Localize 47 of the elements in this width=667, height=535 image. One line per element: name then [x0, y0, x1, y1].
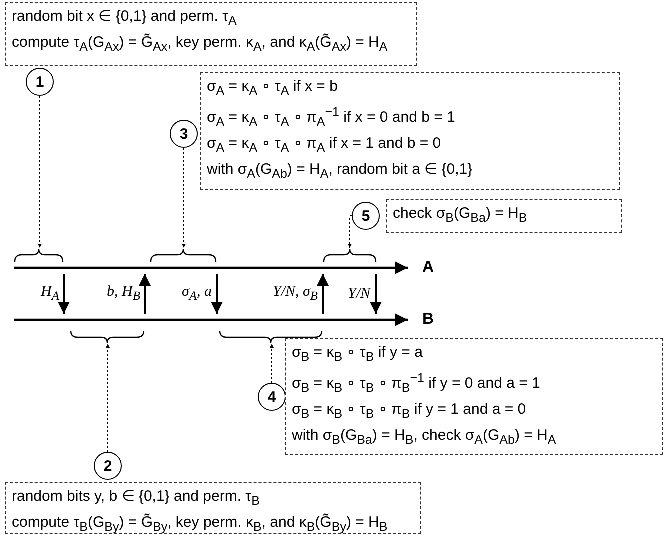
text-box: [5, 482, 421, 534]
text-box: [200, 72, 620, 190]
leader-line: [270, 344, 274, 384]
leader-line: [182, 148, 186, 248]
message-arrow: [317, 274, 329, 314]
step-number: 4: [258, 383, 286, 411]
step-number: 5: [352, 202, 380, 230]
formula-text: random bit x ∈ {0,1} and perm. τ$_{A}$: [12, 7, 238, 30]
leader-line: [348, 216, 352, 248]
formula-text: random bits y, b ∈ {0,1} and perm. τ$_{B}$: [12, 487, 261, 510]
edge-label: H$_{A}$: [41, 283, 60, 305]
curly-brace: [70, 331, 145, 344]
formula-text: σ$_{B}$ = κ$_{B}$ ∘ τ$_{B}$ ∘ π$_{B}$ if y = 1 and a = 0: [292, 400, 528, 423]
edge-label: Y/N: [348, 285, 371, 303]
curly-brace: [14, 248, 64, 262]
formula-text: compute τ$_{A}$(G$_{A}$$_{x}$) = G̃$_{A}$$_{x}$, key perm. κ$_{A}$, and κ$_{A}$(G̃$_{A}$$_{x}$) = H$_{A}$: [12, 32, 389, 56]
formula-text: with σ$_{A}$(G$_{A}$$_{b}$) = H$_{A}$, random bit a ∈ {0,1}: [207, 160, 474, 183]
message-arrow: [370, 274, 382, 314]
edge-label: σ$_{A}$, a: [182, 283, 212, 305]
curly-brace: [323, 248, 377, 262]
text-box: [5, 2, 417, 66]
message-arrow: [139, 274, 151, 314]
message-arrow: [211, 274, 223, 314]
formula-text: σ$_{A}$ = κ$_{A}$ ∘ τ$_{A}$ ∘ π$_{A}$$^{−1}$ if x = 0 and b = 1: [207, 104, 456, 131]
curly-brace: [150, 248, 217, 262]
timeline-axis: [14, 262, 434, 274]
leader-line: [38, 96, 42, 248]
timeline-label: A: [422, 260, 434, 276]
edge-label: b, H$_{B}$: [107, 283, 140, 305]
timeline-axis: [14, 314, 434, 326]
step-number: 2: [94, 452, 122, 480]
step-number: 1: [26, 68, 54, 96]
curly-brace: [219, 331, 323, 344]
formula-text: σ$_{A}$ = κ$_{A}$ ∘ τ$_{A}$ ∘ π$_{A}$ if x = 1 and b = 0: [207, 134, 442, 157]
formula-text: σ$_{A}$ = κ$_{A}$ ∘ τ$_{A}$ if x = b: [207, 77, 339, 100]
text-box: [386, 199, 622, 233]
text-box: [285, 338, 663, 455]
formula-text: check σ$_{B}$(G$_{B}$$_{a}$) = H$_{B}$: [393, 204, 528, 227]
step-number: 3: [170, 120, 198, 148]
formula-text: compute τ$_{B}$(G$_{B}$$_{y}$) = G̃$_{B}$$_{y}$, key perm. κ$_{B}$, and κ$_{B}$(G̃$_{B}$$_{y}$) = H$_{B}$: [12, 512, 389, 535]
formula-text: σ$_{B}$ = κ$_{B}$ ∘ τ$_{B}$ if y = a: [292, 343, 424, 366]
leader-line: [106, 344, 110, 452]
timeline-label: B: [422, 312, 434, 328]
edge-label: Y/N, σ$_{B}$: [273, 283, 318, 305]
message-arrow: [58, 274, 70, 314]
formula-text: with σ$_{B}$(G$_{B}$$_{a}$) = H$_{B}$, check σ$_{A}$(G$_{A}$$_{b}$) = H$_{A}$: [292, 426, 558, 449]
formula-text: σ$_{B}$ = κ$_{B}$ ∘ τ$_{B}$ ∘ π$_{B}$$^{−1}$ if y = 0 and a = 1: [292, 370, 542, 397]
